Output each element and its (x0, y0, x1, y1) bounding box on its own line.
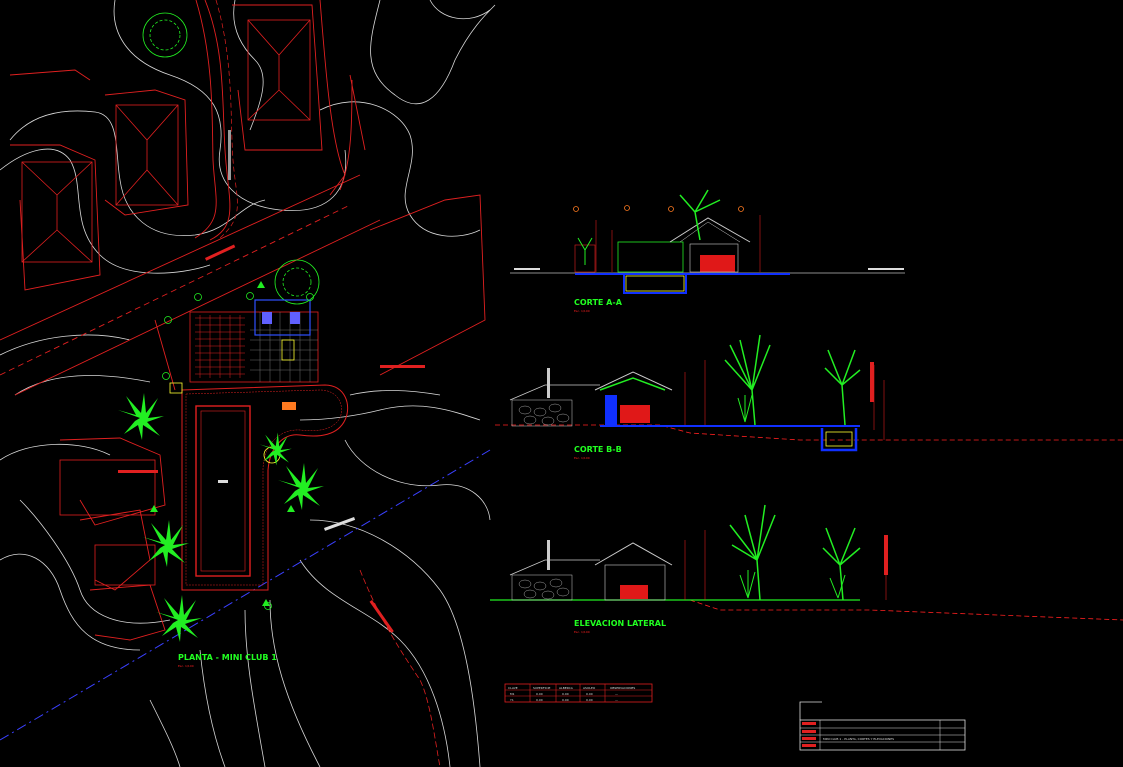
pool-section (623, 274, 687, 294)
table-header-alberca: ALBERCA (559, 686, 574, 690)
palapa-roof-elev (594, 542, 673, 566)
palapa-roof-inner (679, 221, 741, 243)
section-b-title: CORTE B-B (574, 445, 622, 454)
terrain-line (490, 599, 1123, 621)
table-cell: M1 (510, 692, 515, 696)
table-header-superficie: SUPERFICIE (533, 686, 550, 690)
ground-label (868, 268, 904, 270)
bar-counter (281, 339, 295, 361)
dimension-ticks (595, 215, 761, 272)
pool-deck-border (185, 389, 342, 586)
plan-title: PLANTA - MINI CLUB 1 (178, 653, 277, 662)
road-centerline (215, 0, 238, 239)
level-bubbles (573, 205, 744, 212)
elevation-title: ELEVACION LATERAL (574, 619, 666, 628)
column-b (605, 395, 617, 425)
shrub-section-b (737, 394, 753, 423)
table-cell: 0.00 (586, 692, 593, 696)
pool-label (218, 480, 228, 483)
section-a-scale: Esc. 1/100 (574, 309, 590, 313)
swimming-pool-inner (200, 410, 246, 572)
palm-elev2 (822, 527, 861, 601)
swimming-pool (195, 405, 251, 577)
pavilion-walls (689, 243, 739, 273)
shrub-section-a (577, 237, 593, 265)
cistern-section (820, 428, 858, 452)
ground-label (514, 268, 540, 270)
section-cut-arrows (150, 281, 295, 606)
pavilion-grid (195, 315, 245, 378)
chimney-b (547, 368, 550, 398)
roof-b (509, 384, 600, 401)
section-b-scale: Esc. 1/100 (574, 456, 590, 460)
table-cell: 0.00 (536, 692, 543, 696)
neighbor-house-roofs (21, 19, 311, 586)
stone-wall-b (511, 399, 573, 427)
pool-stairs (282, 402, 296, 410)
plan-scale: Esc. 1/100 (178, 664, 194, 668)
roof-elev (509, 559, 600, 576)
dimension-label (884, 535, 888, 575)
terrain-line (495, 424, 1123, 441)
dimension-label (870, 362, 874, 402)
palapa-roof (669, 217, 751, 243)
main-road (0, 0, 381, 396)
round-tree-symbols (142, 12, 320, 305)
table-cell: 0.00 (562, 698, 569, 702)
table-header-asoleo: ASOLEO (583, 686, 596, 690)
table-header-clave: CLAVE (508, 686, 518, 690)
restroom-block (254, 299, 311, 336)
table-cell: 0.00 (586, 698, 593, 702)
table-header-observaciones: OBSERVACIONES (610, 686, 635, 690)
palm-section-a (679, 189, 721, 241)
table-cell: 0.00 (562, 692, 569, 696)
shrub-elev2 (829, 574, 846, 599)
palm-elev (729, 504, 776, 601)
table-cell: Y1 (510, 698, 514, 702)
pavilion-walls-elev (604, 564, 666, 601)
side-elevation-drawing (490, 504, 1123, 621)
elevation-scale: Esc. 1/100 (574, 630, 590, 634)
palm-section-b2 (824, 349, 861, 426)
title-block: MINI CLUB 1 - PLANTA, CORTES Y ELEVACION… (799, 701, 966, 751)
section-b-b-drawing (495, 334, 1123, 452)
pavilion-slab (189, 311, 319, 383)
stone-pattern (518, 403, 570, 426)
property-lots (9, 4, 486, 641)
bar-section (700, 255, 735, 272)
restroom-fixture (262, 312, 272, 324)
cistern-water (825, 431, 853, 447)
stone-pattern-elev (518, 578, 570, 600)
stone-wall-elev (511, 574, 573, 601)
section-marker (169, 382, 183, 394)
shrub-elev (739, 570, 756, 599)
bar-section-b (620, 405, 650, 423)
palapa-roof-b (594, 371, 673, 391)
pergola-frame (617, 241, 684, 273)
table-cell: — (615, 692, 618, 696)
palm-section-b (724, 334, 771, 426)
restroom-fixture (290, 312, 300, 324)
table-cell: — (615, 698, 618, 702)
table-cell: 0.00 (536, 698, 543, 702)
palapa-edge-b (599, 377, 666, 391)
site-axis-line (0, 449, 491, 741)
section-a-a-drawing (510, 189, 905, 294)
plan-palm-trees (118, 393, 324, 642)
chimney-elev (547, 540, 550, 570)
site-annotations (118, 130, 425, 633)
pool-water (625, 275, 685, 292)
areas-table: CLAVE SUPERFICIE ALBERCA ASOLEO OBSERVAC… (504, 683, 653, 703)
sheet-title: MINI CLUB 1 - PLANTA, CORTES Y ELEVACION… (823, 737, 894, 741)
retaining-wall (574, 244, 596, 273)
section-a-title: CORTE A-A (574, 298, 623, 307)
bar-elev (620, 585, 648, 599)
